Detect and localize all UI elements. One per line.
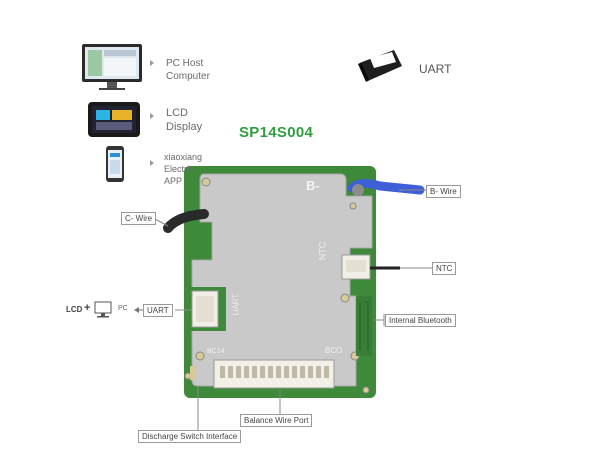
pc-small-icon [94, 301, 112, 318]
app-line2: Electric [164, 164, 194, 174]
internal-bluetooth-callout: Internal Bluetooth [385, 314, 456, 327]
c-wire [163, 209, 209, 233]
c-wire-callout: C- Wire [121, 212, 157, 225]
pc-host-line2: Computer [166, 71, 210, 82]
lcd-display-label: LCD Display [166, 106, 202, 134]
lcd-display-icon [88, 102, 140, 137]
bluetooth-area [356, 296, 372, 356]
pc-host-line1: PC Host [166, 58, 204, 69]
uart-device-label: UART [419, 62, 452, 76]
ntc-callout: NTC [432, 262, 457, 275]
lcd-line2: Display [166, 121, 203, 133]
heatsink [191, 173, 373, 387]
product-title: SP14S004 [239, 124, 314, 141]
app-line3: APP [164, 176, 183, 186]
b-wire-callout: B- Wire [426, 185, 461, 198]
board-mark-bco: BCO [325, 346, 343, 355]
pc-host-label: PC Host Computer [166, 57, 210, 83]
balance-wire-port [213, 359, 335, 389]
app-label: xiaoxiang Electric APP [164, 151, 202, 187]
lcd-line1: LCD [166, 107, 189, 119]
board-mark-uart: UART [231, 293, 241, 316]
chain-pc-label: PC [118, 305, 128, 312]
uart-callout: UART [143, 304, 173, 317]
board-mark-ntc: NTC [317, 241, 328, 261]
discharge-switch-interface-callout: Discharge Switch Interface [138, 430, 242, 443]
balance-wire-port-callout: Balance Wire Port [240, 414, 313, 427]
phone-icon [106, 146, 124, 182]
uart-dongle-icon [358, 50, 402, 82]
chain-lcd-label: LCD [66, 305, 83, 314]
board-mark-b-minus: B- [306, 178, 320, 193]
chain-plus-label: + [84, 302, 91, 314]
board-mark-bc14: BC14 [207, 348, 225, 355]
app-line1: xiaoxiang [164, 152, 203, 162]
pc-monitor-icon [82, 44, 142, 90]
